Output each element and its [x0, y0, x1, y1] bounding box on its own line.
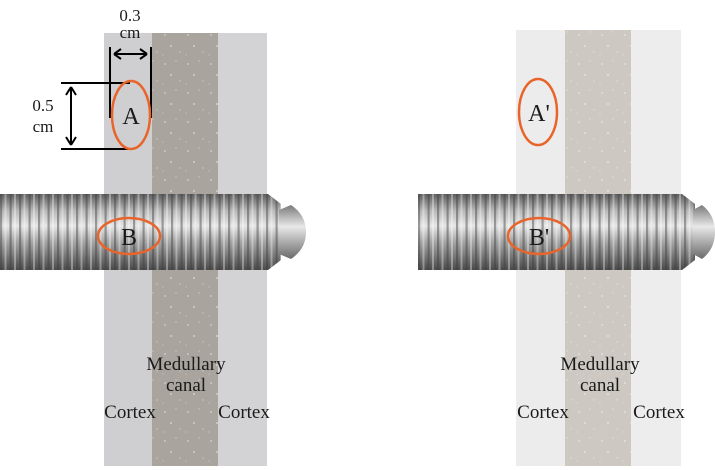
roi-a-prime-label: A' — [528, 101, 550, 127]
canal-label-line2: canal — [166, 375, 206, 396]
cortex-right-label: Cortex — [218, 402, 270, 423]
screw — [0, 194, 306, 270]
left-panel: 0.3 cm 0.5 cm A B Medullary canal Cortex… — [0, 6, 306, 466]
width-value: 0.3 — [119, 6, 140, 25]
cortex-left-label: Cortex — [104, 402, 156, 423]
height-unit: cm — [33, 117, 54, 136]
right-panel: A' B' Medullary canal Cortex Cortex — [418, 30, 715, 466]
canal-label-line1: Medullary — [146, 354, 226, 375]
roi-a-prime-outline — [517, 77, 559, 147]
screw-tip — [693, 205, 715, 259]
height-value: 0.5 — [32, 96, 53, 115]
roi-b-prime-outline — [506, 216, 572, 256]
roi-b-outline — [96, 216, 162, 256]
screw-tip — [279, 205, 306, 259]
cortex-right-label: Cortex — [633, 402, 685, 423]
roi-a-outline — [110, 79, 152, 151]
canal-label-line1: Medullary — [560, 354, 640, 375]
cortex-left-label: Cortex — [517, 402, 569, 423]
roi-b-label: B — [121, 225, 137, 251]
width-unit: cm — [120, 23, 141, 42]
roi-b-prime-label: B' — [529, 225, 549, 251]
screw — [418, 194, 715, 270]
roi-a-label: A — [122, 104, 140, 130]
height-dimension — [61, 82, 130, 150]
canal-label-line2: canal — [580, 375, 620, 396]
